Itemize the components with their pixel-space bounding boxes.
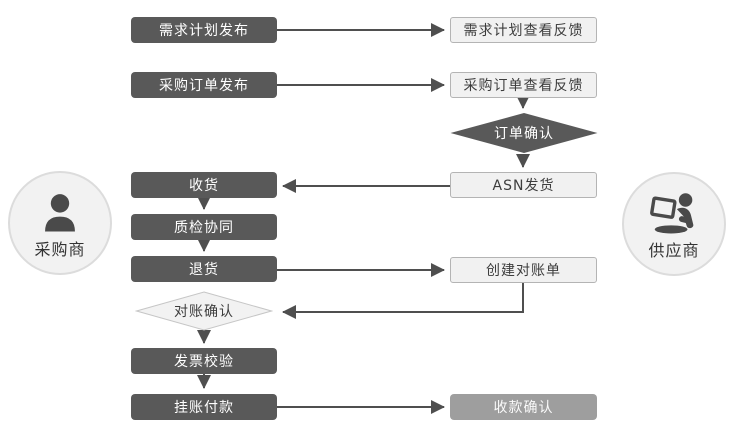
node-recon-confirm-diamond: 对账确认: [135, 291, 273, 331]
node-demand-feedback: 需求计划查看反馈: [450, 17, 597, 43]
node-collection-confirm: 收款确认: [450, 394, 597, 420]
actor-buyer-label: 采购商: [34, 239, 86, 259]
node-invoice-check: 发票校验: [131, 348, 277, 374]
node-quality-collab: 质检协同: [131, 214, 277, 240]
node-receive-goods: 收货: [131, 172, 277, 198]
node-po-feedback: 采购订单查看反馈: [450, 72, 597, 98]
node-asn-ship: ASN发货: [450, 172, 597, 198]
node-create-statement: 创建对账单: [450, 257, 597, 283]
diamond-shape: [450, 113, 598, 153]
node-order-confirm-diamond: 订单确认: [449, 112, 599, 154]
node-return-goods: 退货: [131, 256, 277, 282]
node-demand-publish: 需求计划发布: [131, 17, 277, 43]
actor-supplier: 供应商: [622, 172, 726, 276]
person-laptop-icon: [647, 188, 701, 236]
node-order-confirm-label: 订单确认: [494, 126, 554, 142]
node-recon-confirm-label: 对账确认: [174, 304, 234, 320]
node-po-publish: 采购订单发布: [131, 72, 277, 98]
actor-buyer: 采购商: [8, 171, 112, 275]
person-icon: [37, 187, 83, 235]
actor-supplier-label: 供应商: [648, 240, 700, 260]
node-book-payment: 挂账付款: [131, 394, 277, 420]
diamond-shape: [135, 291, 273, 331]
